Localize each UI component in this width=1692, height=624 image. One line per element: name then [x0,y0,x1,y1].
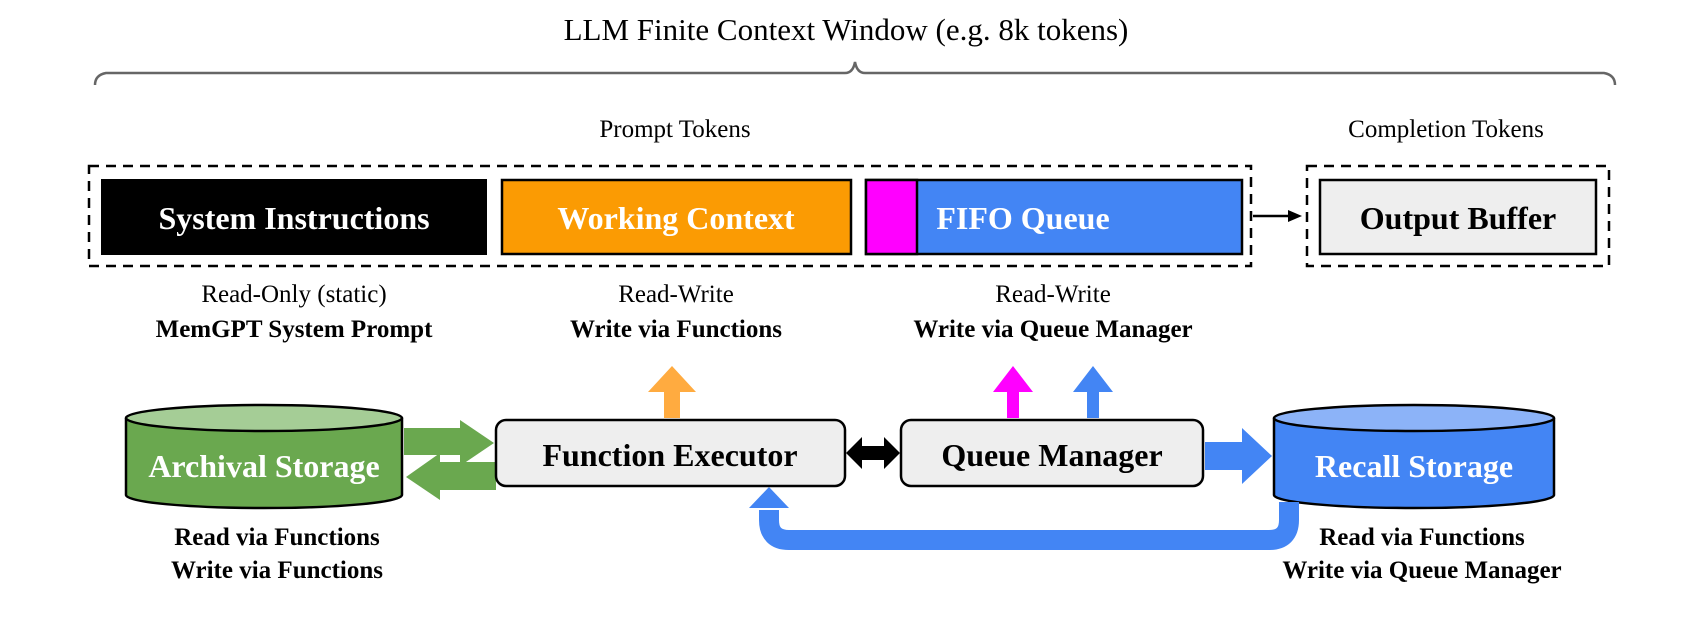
fifo-queue-write-arrow-magenta [993,366,1033,418]
output-buffer-label: Output Buffer [1360,200,1556,236]
queue-manager-to-recall-arrow [1205,428,1272,484]
fifo-queue-note: Write via Queue Manager [913,316,1192,343]
queue-manager-box: Queue Manager [899,418,1205,488]
working-context-write-arrow [648,366,696,418]
system-instructions-block: System Instructions [101,179,487,255]
archival-storage-cylinder: Archival Storage [124,403,404,510]
system-instructions-label: System Instructions [158,200,429,236]
function-executor-label: Function Executor [542,437,797,473]
prompt-tokens-label: Prompt Tokens [599,116,750,143]
archival-storage-note-write: Write via Functions [171,557,383,584]
prompt-to-output-arrow [1253,210,1302,222]
recall-storage-cylinder: Recall Storage [1272,403,1556,510]
recall-to-executor-return-arrow [759,502,1299,550]
queue-manager-label: Queue Manager [941,437,1162,473]
completion-tokens-label: Completion Tokens [1348,116,1544,143]
working-context-block: Working Context [500,178,853,256]
archival-storage-note-read: Read via Functions [174,524,380,551]
recall-to-executor-arrowhead [749,487,789,508]
archival-storage-label: Archival Storage [148,448,379,484]
function-executor-box: Function Executor [494,418,847,488]
recall-storage-note-write: Write via Queue Manager [1282,557,1561,584]
recall-storage-label: Recall Storage [1315,448,1513,484]
context-window-title: LLM Finite Context Window (e.g. 8k token… [564,12,1129,47]
system-instructions-note: MemGPT System Prompt [156,316,433,343]
system-instructions-access: Read-Only (static) [201,281,386,308]
executor-queue-manager-double-arrow [846,437,900,469]
recall-storage-note-read: Read via Functions [1319,524,1525,551]
completion-tokens-region [1305,164,1611,268]
prompt-tokens-region [87,164,1253,268]
context-window-brace [93,61,1617,86]
fifo-queue-head-segment [864,178,919,256]
fifo-queue-label: FIFO Queue [936,200,1109,236]
fifo-queue-block: FIFO Queue [864,178,1244,256]
working-context-access: Read-Write [618,281,734,308]
working-context-note: Write via Functions [570,316,782,343]
working-context-label: Working Context [557,200,795,236]
executor-to-archival-arrow [406,453,496,500]
fifo-queue-write-arrow-blue [1073,366,1113,418]
output-buffer-block: Output Buffer [1318,178,1598,256]
fifo-queue-access: Read-Write [995,281,1111,308]
archival-to-executor-arrow [404,420,494,466]
